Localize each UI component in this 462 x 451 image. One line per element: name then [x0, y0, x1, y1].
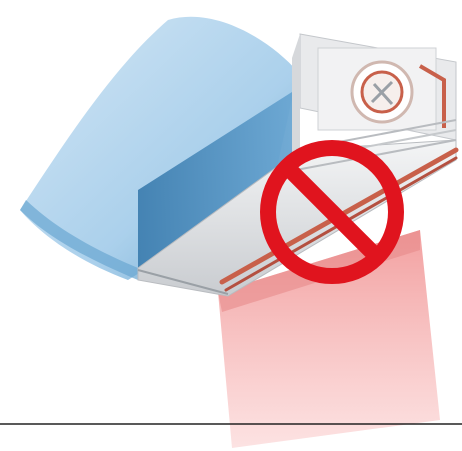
fan-assembly: [318, 48, 444, 130]
